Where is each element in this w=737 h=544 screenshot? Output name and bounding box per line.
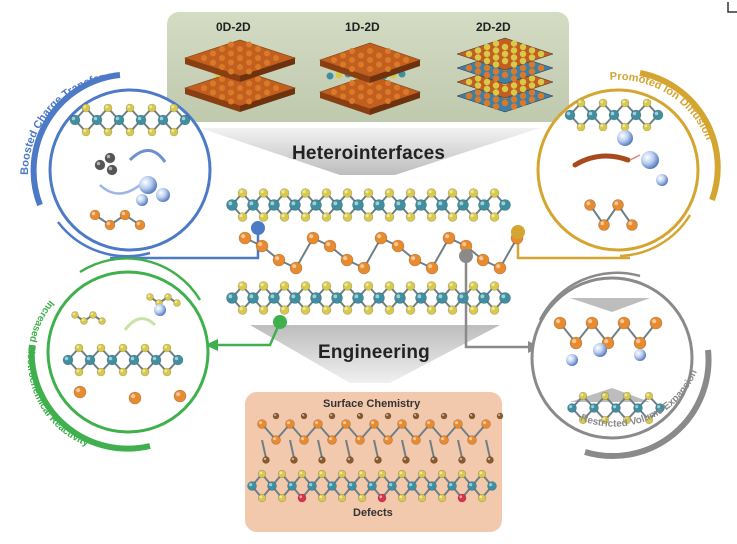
connector-bottom-right bbox=[464, 258, 530, 349]
center-mos2-layer-top bbox=[226, 188, 511, 222]
node-top-right bbox=[511, 225, 525, 239]
surface-chemistry-structure bbox=[257, 412, 504, 464]
label-2d-2d: 2D-2D bbox=[476, 20, 511, 34]
corner-mark bbox=[727, 2, 737, 13]
label-1d-2d: 1D-2D bbox=[345, 20, 380, 34]
heterostructure-slabs bbox=[184, 37, 554, 115]
node-top-left bbox=[251, 221, 265, 235]
node-bottom-right bbox=[459, 249, 473, 263]
center-orange-chain bbox=[238, 231, 524, 275]
arrow-bottom-left bbox=[205, 339, 218, 351]
center-mos2-layer-bottom bbox=[226, 281, 511, 315]
bottom-panel-bg bbox=[245, 392, 502, 532]
label-defects: Defects bbox=[353, 507, 393, 519]
title-engineering: Engineering bbox=[318, 342, 430, 363]
title-heterointerfaces: Heterointerfaces bbox=[292, 143, 446, 164]
inset-top-left bbox=[30, 72, 212, 258]
connector-bottom-left bbox=[215, 321, 282, 347]
inset-top-right bbox=[536, 70, 721, 258]
inset-bottom-left bbox=[28, 257, 210, 452]
defects-structure bbox=[247, 469, 497, 503]
funnel-engineering bbox=[250, 325, 500, 383]
connector-top-left bbox=[110, 230, 260, 260]
node-bottom-left bbox=[273, 315, 287, 329]
label-0d-2d: 0D-2D bbox=[216, 20, 251, 34]
inset-bottom-right bbox=[530, 271, 712, 459]
funnel-heterointerfaces bbox=[200, 128, 540, 175]
label-surface-chemistry: Surface Chemistry bbox=[323, 398, 421, 410]
